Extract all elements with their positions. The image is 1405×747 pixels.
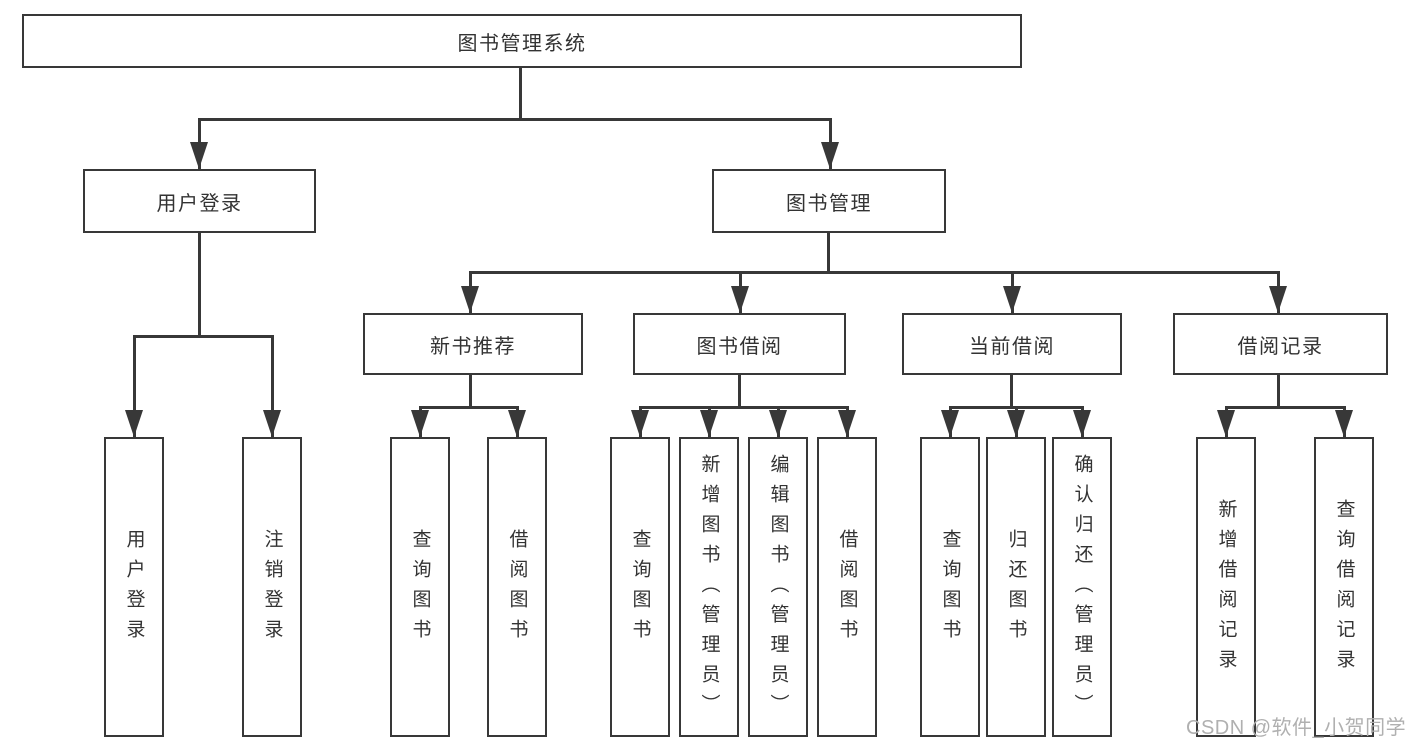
leaf-query-books-recommend: 查询图书 bbox=[390, 437, 450, 737]
arrowhead-down-icon bbox=[508, 410, 526, 437]
arrowhead-down-icon bbox=[941, 410, 959, 437]
leaf-query-borrow-record: 查询借阅记录 bbox=[1314, 437, 1374, 737]
connector-level2-rail bbox=[469, 271, 1280, 274]
leaf-user-login: 用户登录 bbox=[104, 437, 164, 737]
arrowhead-down-icon bbox=[731, 286, 749, 313]
arrowhead-down-icon bbox=[263, 410, 281, 437]
arrowhead-down-icon bbox=[1003, 286, 1021, 313]
arrowhead-down-icon bbox=[838, 410, 856, 437]
connector-userlogin-rail bbox=[133, 335, 274, 338]
arrowhead-down-icon bbox=[1073, 410, 1091, 437]
node-borrow-records: 借阅记录 bbox=[1173, 313, 1388, 375]
node-root: 图书管理系统 bbox=[22, 14, 1022, 68]
node-new-book-recommend: 新书推荐 bbox=[363, 313, 583, 375]
arrowhead-down-icon bbox=[1217, 410, 1235, 437]
leaf-return-books: 归还图书 bbox=[986, 437, 1046, 737]
arrowhead-down-icon bbox=[125, 410, 143, 437]
connector-userlogin-stem bbox=[198, 233, 201, 337]
arrowhead-down-icon bbox=[411, 410, 429, 437]
node-book-borrow: 图书借阅 bbox=[633, 313, 846, 375]
connector-bookborrow-rail bbox=[639, 406, 849, 409]
arrowhead-down-icon bbox=[190, 142, 208, 169]
arrowhead-down-icon bbox=[1269, 286, 1287, 313]
connector-newbook-stem bbox=[469, 375, 472, 408]
leaf-query-books-borrow: 查询图书 bbox=[610, 437, 670, 737]
arrowhead-down-icon bbox=[1007, 410, 1025, 437]
node-user-login: 用户登录 bbox=[83, 169, 316, 233]
node-book-management: 图书管理 bbox=[712, 169, 946, 233]
leaf-borrow-books: 借阅图书 bbox=[817, 437, 877, 737]
leaf-query-books-current: 查询图书 bbox=[920, 437, 980, 737]
connector-borrowrecords-stem bbox=[1277, 375, 1280, 408]
arrowhead-down-icon bbox=[769, 410, 787, 437]
leaf-confirm-return-admin: 确认归还（管理员） bbox=[1052, 437, 1112, 737]
leaf-add-borrow-record: 新增借阅记录 bbox=[1196, 437, 1256, 737]
leaf-edit-books-admin: 编辑图书（管理员） bbox=[748, 437, 808, 737]
connector-currentborrow-stem bbox=[1010, 375, 1013, 408]
connector-bookmgmt-stem bbox=[827, 233, 830, 273]
arrowhead-down-icon bbox=[821, 142, 839, 169]
connector-root-stem bbox=[519, 68, 522, 120]
connector-arrow-stem bbox=[271, 335, 274, 437]
connector-borrowrecords-rail bbox=[1225, 406, 1346, 409]
arrowhead-down-icon bbox=[700, 410, 718, 437]
arrowhead-down-icon bbox=[631, 410, 649, 437]
connector-newbook-rail bbox=[419, 406, 519, 409]
connector-bookborrow-stem bbox=[738, 375, 741, 408]
arrowhead-down-icon bbox=[461, 286, 479, 313]
node-current-borrow: 当前借阅 bbox=[902, 313, 1122, 375]
arrowhead-down-icon bbox=[1335, 410, 1353, 437]
leaf-add-books-admin: 新增图书（管理员） bbox=[679, 437, 739, 737]
csdn-watermark: CSDN @软件_小贺同学 bbox=[1186, 717, 1405, 739]
connector-level1-rail bbox=[198, 118, 832, 121]
leaf-borrow-books-recommend: 借阅图书 bbox=[487, 437, 547, 737]
leaf-logout: 注销登录 bbox=[242, 437, 302, 737]
connector-arrow-stem bbox=[133, 335, 136, 437]
